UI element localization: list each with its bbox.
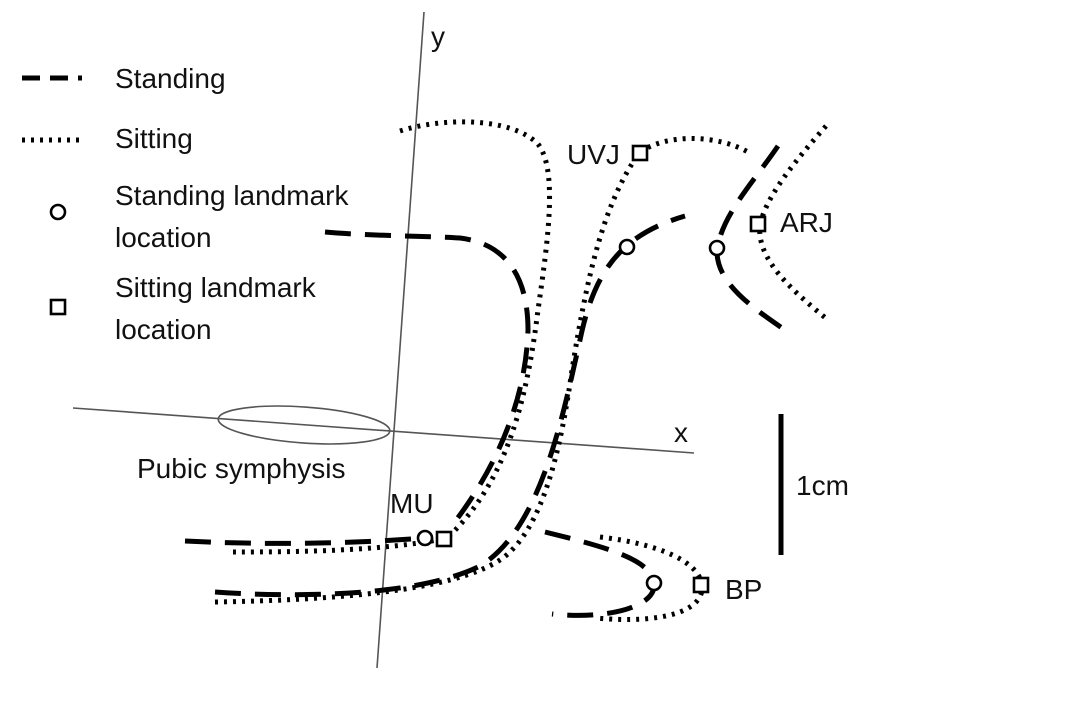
legend-sitting-landmark-label-2: location — [115, 314, 212, 345]
standing-urethra-lower-curve — [184, 535, 426, 546]
legend-standing-label: Standing — [115, 63, 226, 94]
sitting-arj-curve — [757, 124, 830, 322]
sitting-landmarks — [435, 144, 767, 594]
standing-curves — [184, 144, 787, 618]
mu-label: MU — [390, 488, 434, 519]
legend-sitting-landmark-icon — [49, 298, 67, 316]
standing-landmarks — [416, 238, 726, 592]
legend-standing-landmark-label-1: Standing landmark — [115, 180, 349, 211]
pubic-symphysis-ellipse — [217, 405, 391, 445]
legend-sitting-label: Sitting — [115, 123, 193, 154]
axes: y x — [72, 11, 695, 669]
standing-anterior-wall-curve — [324, 229, 531, 530]
pubic-symphysis-label: Pubic symphysis — [137, 453, 346, 484]
standing-bp-marker — [645, 574, 663, 592]
sitting-posterior-wall-curve — [214, 135, 750, 605]
sitting-uvj-marker — [631, 144, 649, 162]
legend-standing-landmark-icon — [49, 203, 67, 221]
y-axis — [376, 11, 425, 669]
standing-mu-marker — [416, 529, 434, 547]
arj-label: ARJ — [780, 207, 833, 238]
legend-standing-landmark-label-2: location — [115, 222, 212, 253]
legend-sitting-landmark-label-1: Sitting landmark — [115, 272, 317, 303]
uvj-label: UVJ — [567, 139, 620, 170]
standing-arj-curve — [714, 144, 787, 333]
bp-label: BP — [725, 574, 762, 605]
sitting-arj-marker — [749, 215, 767, 233]
sitting-urethra-lower-curve — [232, 536, 444, 555]
standing-posterior-wall-curve — [214, 213, 686, 598]
sitting-bp-marker — [692, 576, 710, 594]
legend: Standing Sitting Standing landmark locat… — [22, 63, 349, 345]
standing-uvj-marker — [618, 238, 636, 256]
sitting-mu-marker — [435, 530, 453, 548]
x-axis — [72, 407, 695, 454]
x-axis-label: x — [674, 417, 688, 448]
y-axis-label: y — [431, 21, 445, 52]
scale-bar-label: 1cm — [796, 470, 849, 501]
standing-arj-marker — [708, 239, 726, 257]
